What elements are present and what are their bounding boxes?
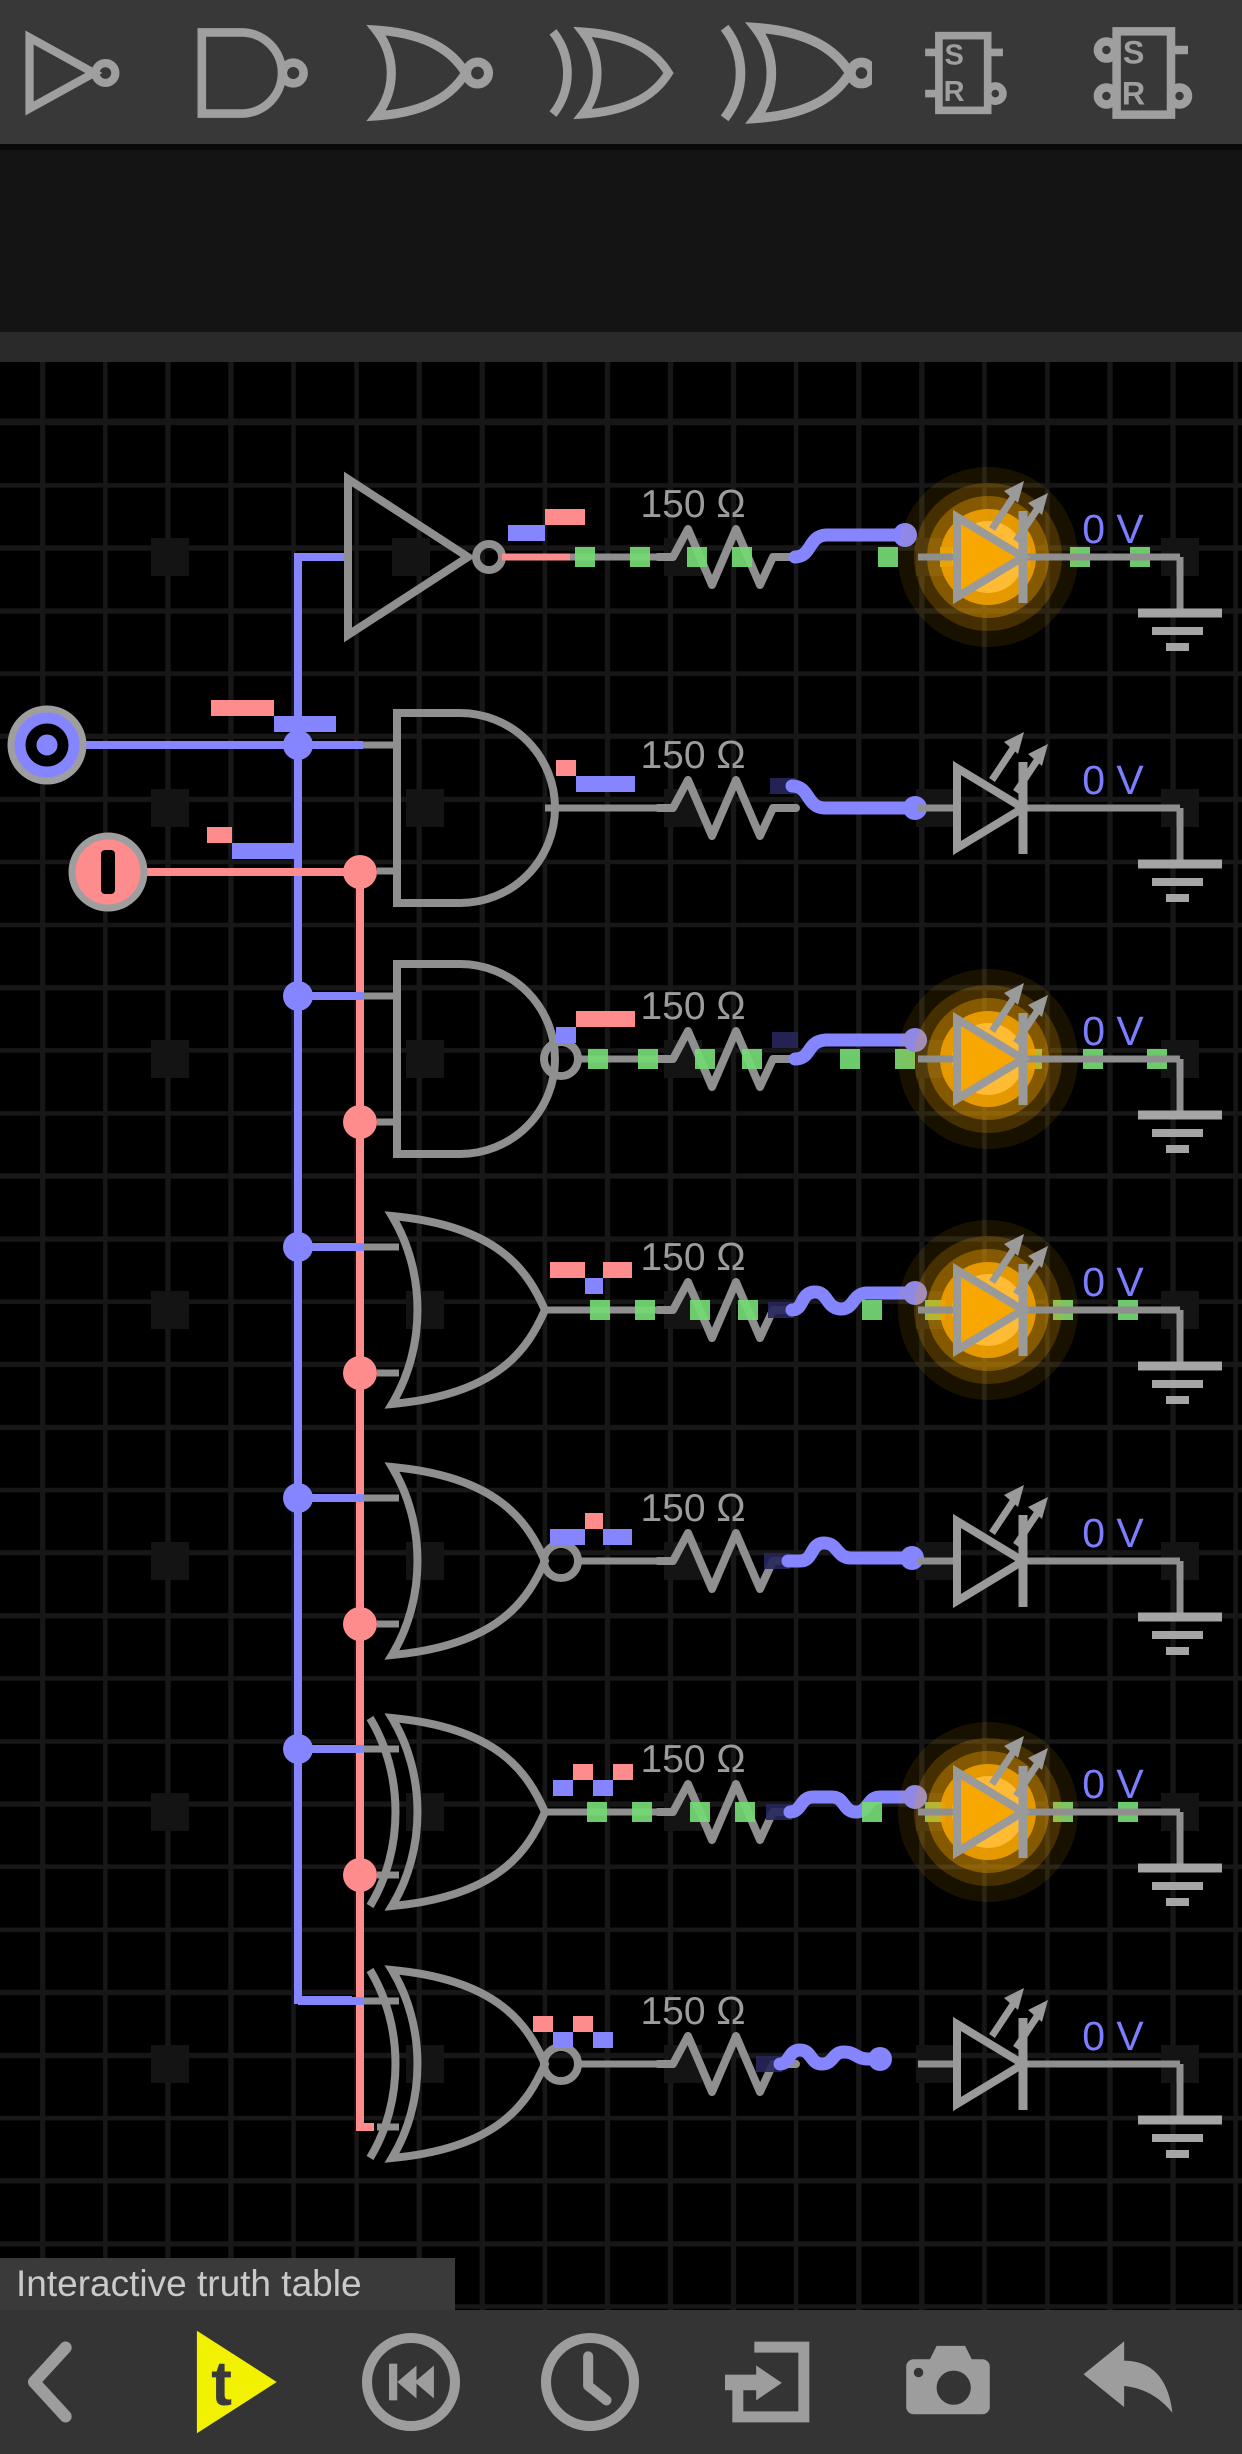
ground[interactable] [1138,808,1222,902]
svg-text:150 Ω: 150 Ω [640,483,745,526]
resistor[interactable] [654,776,800,840]
svg-text:0 V: 0 V [1082,757,1144,803]
led[interactable] [0,362,1180,1609]
led-lit[interactable] [0,362,1180,1400]
svg-text:150 Ω: 150 Ω [640,985,745,1028]
wire-to-led[interactable] [781,1536,919,1568]
resistor[interactable] [654,525,800,589]
svg-text:R: R [1122,75,1145,111]
xnor-gate-palette-button[interactable] [716,20,877,126]
undo-button[interactable] [1070,2322,1186,2442]
history-button[interactable] [535,2322,645,2442]
svg-text:R: R [944,76,965,108]
wire-to-led[interactable] [783,1790,922,1819]
wire-to-led[interactable] [773,2043,887,2071]
ground[interactable] [1138,1310,1222,1404]
led[interactable] [0,362,1180,856]
svg-text:S: S [1123,35,1145,71]
gate-xor[interactable] [366,1713,550,1911]
logic-input-a-low[interactable] [7,705,87,785]
svg-text:150 Ω: 150 Ω [640,734,745,777]
ground[interactable] [1138,557,1222,651]
gate-and[interactable] [393,709,559,907]
svg-text:0 V: 0 V [1082,2013,1144,2059]
svg-text:150 Ω: 150 Ω [640,1487,745,1530]
led-lit[interactable] [0,362,1180,647]
xor-gate-palette-button[interactable] [546,20,686,126]
ground[interactable] [1138,1059,1222,1153]
import-button[interactable] [714,2322,824,2442]
gate-nor[interactable] [384,1462,582,1660]
truth-table-button[interactable]: t [176,2322,290,2442]
wire-to-led[interactable] [788,1033,922,1066]
gate-or[interactable] [384,1211,550,1409]
circuit-canvas[interactable] [0,362,1242,2310]
wire-input-b-bus[interactable] [144,868,374,2131]
led[interactable] [0,362,1180,2112]
tooltip-text: Interactive truth table [16,2263,362,2304]
ground[interactable] [1138,1812,1222,1906]
svg-text:0 V: 0 V [1082,506,1144,552]
svg-text:S: S [944,40,963,72]
logic-input-b-high[interactable] [68,832,148,912]
back-button[interactable] [14,2322,100,2442]
svg-text:150 Ω: 150 Ω [640,1738,745,1781]
component-tray[interactable] [0,150,1242,332]
circuit-drawing[interactable]: 150 Ω 0 V 150 Ω 0 V 150 Ω 0 V 150 Ω 0 V 150 Ω 0 V… [0,362,1242,2310]
svg-text:150 Ω: 150 Ω [640,1236,745,1279]
svg-text:0 V: 0 V [1082,1008,1144,1054]
svg-text:0 V: 0 V [1082,1510,1144,1556]
svg-text:t: t [211,2349,232,2419]
screenshot-button[interactable] [891,2322,1005,2442]
nand-gate-palette-button[interactable] [188,20,326,126]
tray-divider [0,332,1242,362]
gate-xnor[interactable] [366,1965,582,2163]
resistor[interactable] [654,1027,800,1091]
not-gate-palette-button[interactable] [18,20,150,126]
led-lit[interactable] [0,362,1180,1902]
svg-text:150 Ω: 150 Ω [640,1990,745,2033]
svg-text:0 V: 0 V [1082,1259,1144,1305]
rewind-button[interactable] [356,2322,466,2442]
action-toolbar: t [0,2310,1242,2454]
ground[interactable] [1138,2064,1222,2158]
ground[interactable] [1138,1561,1222,1655]
svg-text:0 V: 0 V [1082,1761,1144,1807]
wire-to-led[interactable] [788,528,912,564]
tooltip-bar: Interactive truth table [0,2258,455,2310]
led-lit[interactable] [0,362,1180,1149]
wire-to-led[interactable] [785,779,922,815]
nor-gate-palette-button[interactable] [358,20,504,126]
wire-input-a-bus[interactable] [83,553,352,2004]
wire-to-led[interactable] [785,1285,922,1317]
